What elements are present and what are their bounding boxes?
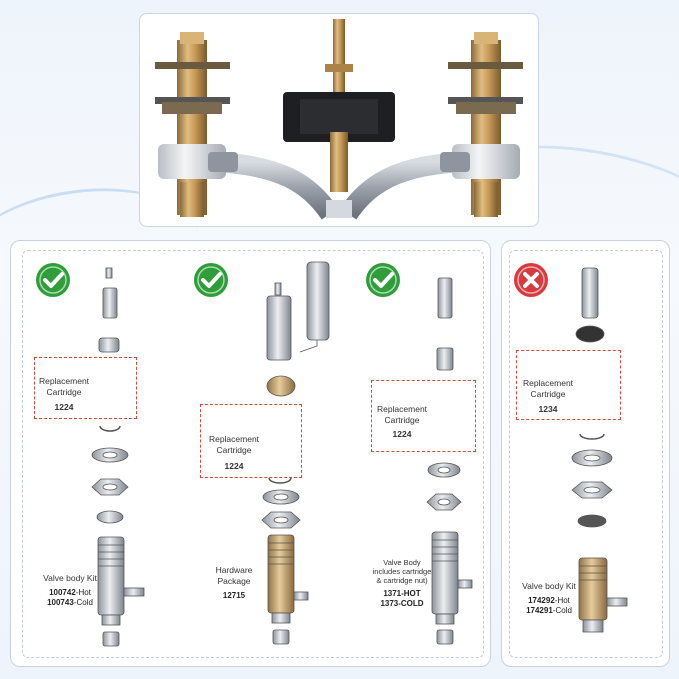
valve-body-code-hot: 174292-Hot	[528, 596, 570, 605]
cartridge-callout	[371, 380, 476, 452]
valve-body-code-cold: 1373-COLD	[380, 599, 424, 608]
cartridge-number: 1224	[54, 402, 74, 412]
incompatible-cross-icon	[513, 262, 549, 298]
compatible-panel-border	[22, 250, 484, 658]
cartridge-callout	[516, 350, 621, 420]
hardware-package-number: 12715	[222, 591, 246, 600]
cartridge-number: 1234	[538, 404, 558, 414]
valve-assembly-illustration	[155, 19, 523, 220]
compatible-check-icon	[365, 262, 401, 298]
valve-body-code-cold: 100743-Cold	[47, 598, 93, 607]
incompatible-panel-border	[509, 250, 663, 658]
valve-body-code-hot: 1371-HOT	[383, 589, 421, 598]
valve-body-title: Valve body Kit	[43, 573, 97, 583]
compatible-check-icon	[193, 262, 229, 298]
cartridge-number: 1224	[224, 461, 244, 471]
product-photo	[139, 13, 539, 227]
valve-body-title: Valve body Kit	[522, 581, 576, 591]
cartridge-number: 1224	[392, 429, 412, 439]
cartridge-callout	[34, 357, 137, 419]
valve-body-code-hot: 100742-Hot	[49, 588, 91, 597]
valve-body-code-cold: 174291-Cold	[526, 606, 572, 615]
cartridge-callout	[200, 404, 302, 478]
compatible-check-icon	[35, 262, 71, 298]
